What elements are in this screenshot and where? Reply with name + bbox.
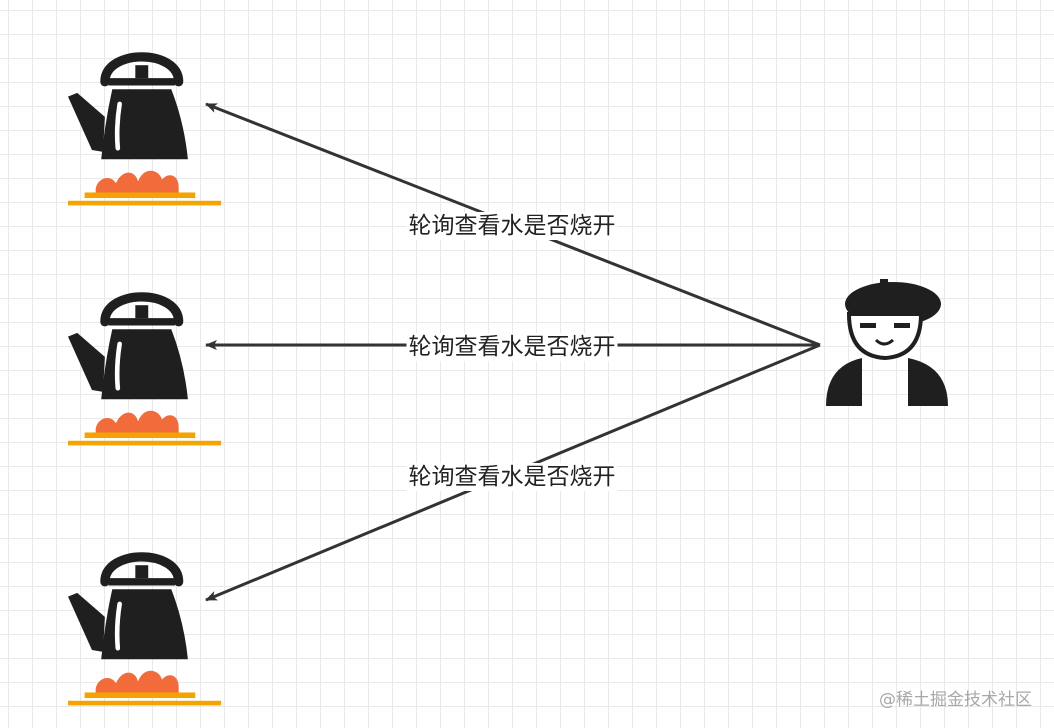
edge-label-top: 轮询查看水是否烧开 [406, 212, 618, 240]
edge-label-middle: 轮询查看水是否烧开 [406, 333, 618, 361]
person-with-beret-icon [826, 279, 948, 406]
kettle-on-stove-icon [68, 57, 221, 205]
kettle-on-stove-icon [68, 297, 221, 445]
kettle-bottom [68, 557, 221, 705]
kettle-middle [68, 297, 221, 445]
kettle-top [68, 57, 221, 205]
kettle-on-stove-icon [68, 557, 221, 705]
edge-label-bottom: 轮询查看水是否烧开 [406, 463, 618, 491]
watermark: @稀土掘金技术社区 [879, 690, 1032, 710]
